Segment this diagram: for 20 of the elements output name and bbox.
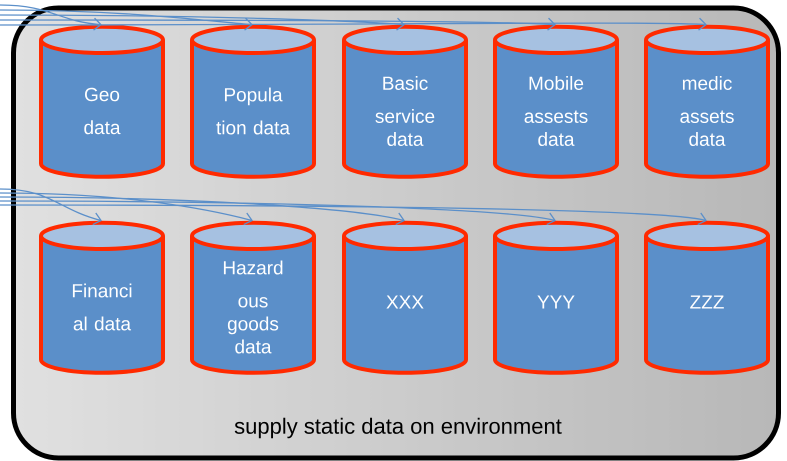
arrow bbox=[0, 9, 253, 31]
database-cylinder: Mobile assests data bbox=[493, 24, 619, 179]
database-cylinder: Financi al data bbox=[39, 220, 165, 375]
arrow bbox=[0, 4, 102, 31]
arrow bbox=[0, 18, 707, 31]
database-cylinder: XXX bbox=[342, 220, 468, 375]
database-cylinder: YYY bbox=[493, 220, 619, 375]
arrow bbox=[0, 192, 253, 226]
database-cylinder: Basic service data bbox=[342, 24, 468, 179]
arrow bbox=[0, 14, 405, 31]
database-cylinder: Geo data bbox=[39, 24, 165, 179]
database-cylinder: Hazard ous goods data bbox=[190, 220, 316, 375]
arrow bbox=[0, 204, 707, 226]
arrow bbox=[0, 200, 556, 226]
database-cylinder: Popula tion data bbox=[190, 24, 316, 179]
database-cylinder: medic assets data bbox=[644, 24, 770, 179]
arrow bbox=[0, 188, 102, 226]
database-cylinder: ZZZ bbox=[644, 220, 770, 375]
arrow bbox=[0, 196, 405, 226]
arrow bbox=[0, 18, 556, 31]
